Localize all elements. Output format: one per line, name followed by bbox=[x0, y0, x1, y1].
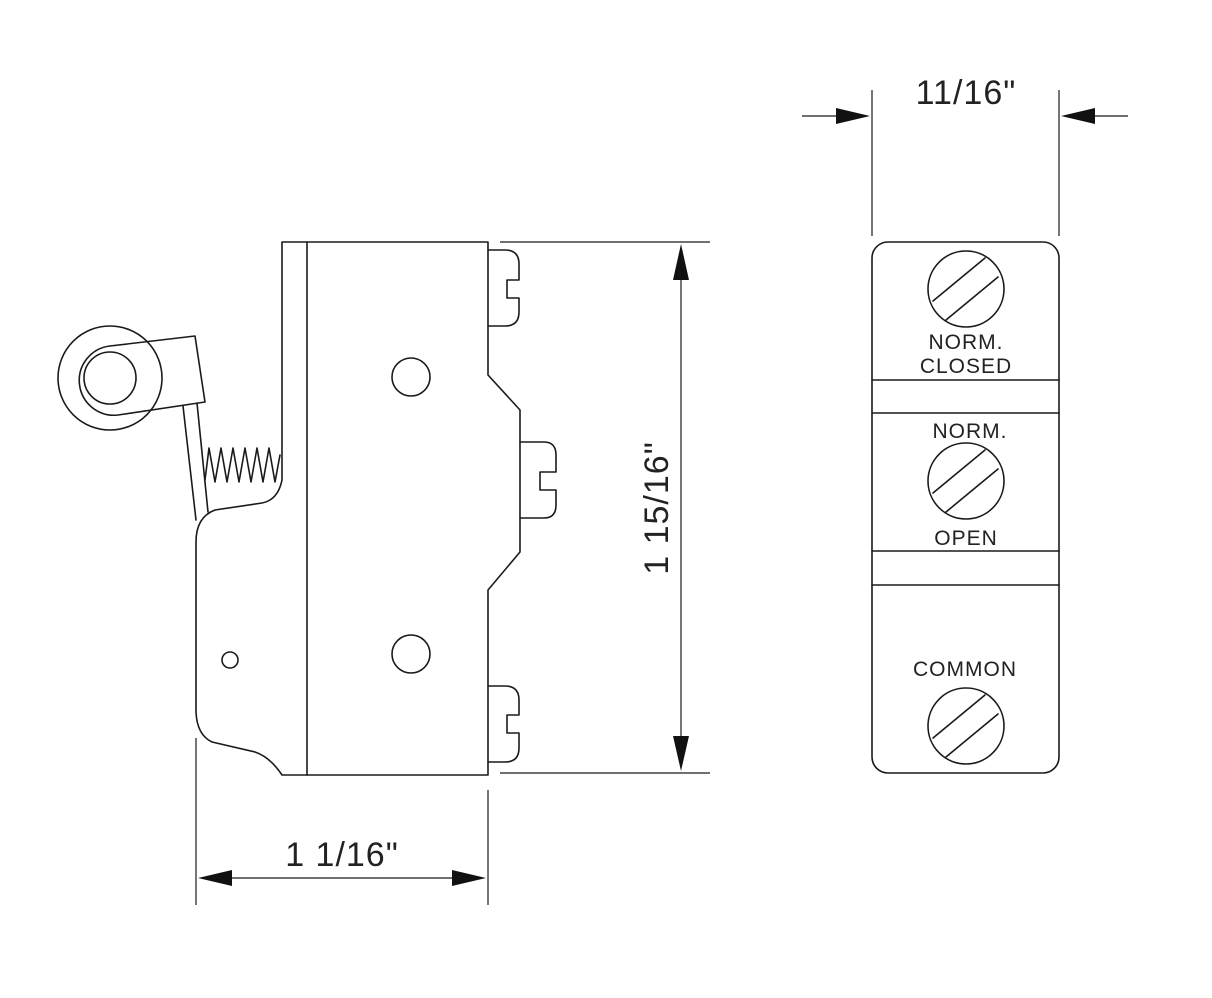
side-view: 1 15/16" 1 1/16" bbox=[57, 241, 710, 905]
actuator-plate bbox=[195, 241, 308, 776]
mounting-hole-bottom bbox=[391, 634, 431, 674]
width-dimension-label: 1 1/16" bbox=[285, 836, 399, 874]
screw-head-icon bbox=[927, 250, 1005, 328]
switch-body bbox=[306, 241, 521, 776]
terminal-norm-closed: NORM. CLOSED bbox=[920, 250, 1012, 378]
lever-arm bbox=[78, 335, 206, 417]
front-width-dimension: 11/16" bbox=[802, 74, 1128, 236]
side-screw-middle bbox=[519, 441, 557, 519]
screw-head-icon bbox=[927, 687, 1005, 765]
terminal-label-line: OPEN bbox=[934, 527, 998, 550]
pivot-hole bbox=[221, 651, 239, 669]
terminal-block bbox=[871, 241, 1060, 774]
height-dimension: 1 15/16" bbox=[500, 241, 710, 774]
height-dimension-label: 1 15/16" bbox=[638, 441, 676, 575]
front-width-dimension-label: 11/16" bbox=[916, 74, 1017, 112]
side-screw-top bbox=[487, 249, 520, 327]
terminal-label-line: COMMON bbox=[913, 658, 1017, 681]
roller-wheel bbox=[57, 325, 163, 431]
screw-head-icon bbox=[927, 442, 1005, 520]
width-dimension: 1 1/16" bbox=[195, 738, 489, 905]
lever-rod bbox=[182, 402, 209, 521]
side-screw-bottom bbox=[487, 685, 520, 763]
terminal-label-line: NORM. bbox=[933, 420, 1008, 443]
terminal-norm-open: NORM. OPEN bbox=[927, 420, 1008, 550]
terminal-label-line: CLOSED bbox=[920, 355, 1012, 378]
terminal-label-line: NORM. bbox=[929, 331, 1004, 354]
front-view: NORM. CLOSED NORM. OPEN COMMON bbox=[802, 74, 1128, 774]
return-spring bbox=[204, 447, 281, 483]
mounting-hole-top bbox=[391, 357, 431, 397]
terminal-common: COMMON bbox=[913, 658, 1017, 765]
